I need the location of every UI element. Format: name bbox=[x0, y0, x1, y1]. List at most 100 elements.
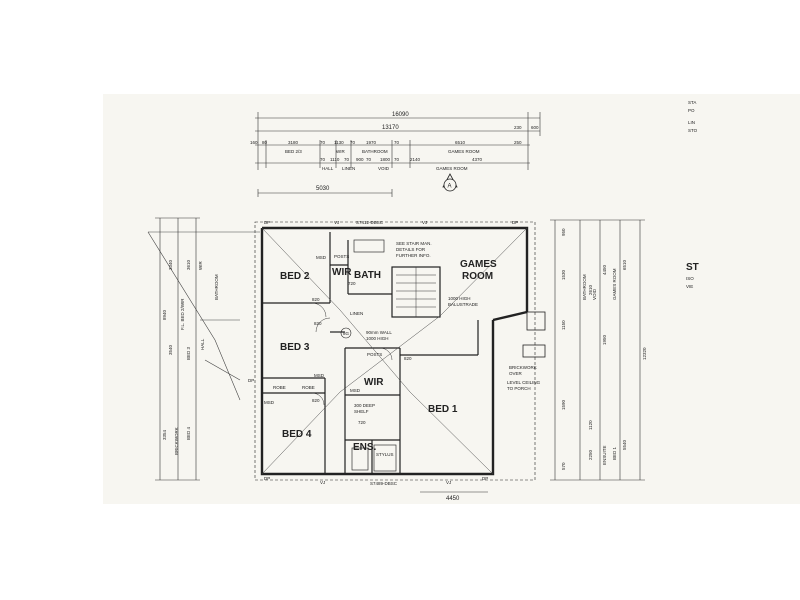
room-circle bbox=[340, 327, 352, 339]
rdim-d0: 12320 bbox=[642, 347, 647, 360]
note-dp-4: DP bbox=[482, 476, 488, 481]
note-top-wall: S7412-DBSC bbox=[356, 220, 384, 225]
room-wir2: WIR bbox=[364, 377, 384, 388]
note-wall-2: 1000 HIGH bbox=[366, 336, 389, 341]
dim-r2-label-3: GAMES ROOM bbox=[436, 166, 468, 171]
top-dimensions bbox=[255, 117, 540, 493]
dim-secondary: 13170 bbox=[382, 125, 399, 131]
dim-bottom: 4450 bbox=[446, 496, 460, 502]
dim-r2-6: 70 bbox=[394, 157, 400, 162]
ldim-a1: 3610 bbox=[186, 259, 191, 270]
dim-r1-label-0: BED 2/3 bbox=[285, 149, 302, 154]
note-brickwork-1: BRICKWORK bbox=[509, 365, 537, 370]
note-ceiling-1: LEVEL CEILING bbox=[507, 380, 541, 385]
dim-r1-label-1: WIR bbox=[336, 149, 345, 154]
dim-r1-5: 70 bbox=[350, 140, 356, 145]
dim-r1-4: 1130 bbox=[334, 140, 344, 145]
left-roof bbox=[147, 231, 260, 401]
room-bed3: BED 3 bbox=[280, 342, 310, 353]
note-stair-3: FURTHER INFO. bbox=[396, 253, 431, 258]
note-wall-1: 90mm WALL bbox=[366, 330, 392, 335]
note-720-1: 720 bbox=[348, 281, 356, 286]
dim-right-a: 230 bbox=[514, 125, 522, 130]
side-note-3: LIN bbox=[688, 120, 695, 125]
roof-lines bbox=[261, 227, 528, 475]
drawing-sheet bbox=[103, 94, 800, 504]
dim-overall: 16090 bbox=[392, 112, 409, 118]
rdim-a2: 1150 bbox=[561, 320, 566, 330]
note-dp-2: DP bbox=[512, 220, 518, 225]
note-720-2: 720 bbox=[358, 420, 366, 425]
dim-r2-3: 900 bbox=[356, 157, 364, 162]
side-note-4: STO bbox=[688, 128, 698, 133]
dim-r1-0: 160 bbox=[250, 140, 258, 145]
dim-r2-label-2: VOID bbox=[378, 166, 390, 171]
dim-r1-2: 3180 bbox=[288, 140, 299, 145]
rdim-a3: 1590 bbox=[561, 399, 566, 410]
note-vj-3: VJ bbox=[320, 480, 325, 485]
note-820-4: 820 bbox=[314, 321, 322, 326]
rdim-c2: 2610 bbox=[588, 284, 593, 295]
side-note-2: PO bbox=[688, 108, 695, 113]
rdim-c5: 2250 bbox=[588, 449, 593, 460]
note-balustrade-2: BALUSTRADE bbox=[448, 302, 478, 307]
note-posts-2: POSTS bbox=[367, 352, 382, 357]
note-msd-1: MSD bbox=[316, 255, 327, 260]
ldim-b3: HALL bbox=[200, 338, 205, 350]
note-msd-4: MSD bbox=[350, 388, 361, 393]
stair-treads bbox=[396, 267, 436, 317]
dim-r1-1: 80 bbox=[262, 140, 268, 145]
note-dp-5: DP bbox=[248, 378, 254, 383]
note-vj-1: VJ bbox=[334, 220, 339, 225]
note-vj-4: VJ bbox=[446, 480, 451, 485]
dim-r2-1: 1110 bbox=[330, 157, 340, 162]
note-msd-2: MSD bbox=[314, 373, 325, 378]
dim-r2-7: 2140 bbox=[410, 157, 421, 162]
rdim-b2: GAMES ROOM bbox=[612, 268, 617, 300]
side-note-5: ST bbox=[686, 262, 699, 273]
dim-r1-8: 6510 bbox=[455, 140, 466, 145]
note-dp-3: DP bbox=[264, 476, 270, 481]
rdim-b0: BATHROOM bbox=[582, 274, 587, 300]
note-balustrade-1: 1000 HIGH bbox=[448, 296, 471, 301]
note-brickwork-2: OVER bbox=[509, 371, 523, 376]
doors bbox=[311, 302, 393, 406]
note-bottom-wall: S7489-DBSC bbox=[370, 481, 398, 486]
room-bed1: BED 1 bbox=[428, 404, 458, 415]
dim-r2-2: 70 bbox=[344, 157, 350, 162]
dim-r2-0: 70 bbox=[320, 157, 326, 162]
dim-r2-8: 4370 bbox=[472, 157, 483, 162]
note-robe-1: ROBE bbox=[273, 385, 286, 390]
rdim-c1: 4450 bbox=[602, 264, 607, 275]
ldim-b4: BED 3 bbox=[186, 346, 191, 360]
note-posts: POSTS bbox=[334, 254, 349, 259]
note-820-2: 820 bbox=[312, 398, 320, 403]
room-games-2: ROOM bbox=[462, 271, 493, 282]
side-note-6: ISO bbox=[686, 276, 694, 281]
room-ens: ENS. bbox=[353, 442, 377, 453]
note-shelf-2: SHELF bbox=[354, 409, 369, 414]
ldim-b1: BATHROOM bbox=[214, 274, 219, 300]
note-820-3: 820 bbox=[404, 356, 412, 361]
dim-r1-9: 250 bbox=[514, 140, 522, 145]
note-dp-1: DP bbox=[264, 220, 270, 225]
rdim-b1: VOID bbox=[592, 288, 597, 300]
dim-r2-label-0: HALL bbox=[322, 166, 334, 171]
section-marker: A bbox=[442, 173, 458, 192]
dim-depth: 5030 bbox=[316, 186, 330, 192]
note-stair-2: DETAILS FOR bbox=[396, 247, 426, 252]
room-games-1: GAMES bbox=[460, 259, 497, 270]
side-notes: STA PO LIN STO ST ISO VIE bbox=[686, 100, 699, 289]
ldim-a3: 3540 bbox=[168, 344, 173, 355]
note-msd-3: MSD bbox=[264, 400, 275, 405]
dim-r1-label-3: GAMES ROOM bbox=[448, 149, 480, 154]
rdim-a0: 950 bbox=[561, 228, 566, 236]
dim-r1-6: 1970 bbox=[366, 140, 377, 145]
rdim-c4: 1120 bbox=[588, 420, 593, 430]
shower bbox=[351, 447, 369, 471]
room-wir: WIR bbox=[332, 267, 352, 278]
ldim-a0: 3340 bbox=[168, 259, 173, 270]
dim-r1-7: 70 bbox=[394, 140, 400, 145]
rdim-d1: 5540 bbox=[622, 439, 627, 450]
